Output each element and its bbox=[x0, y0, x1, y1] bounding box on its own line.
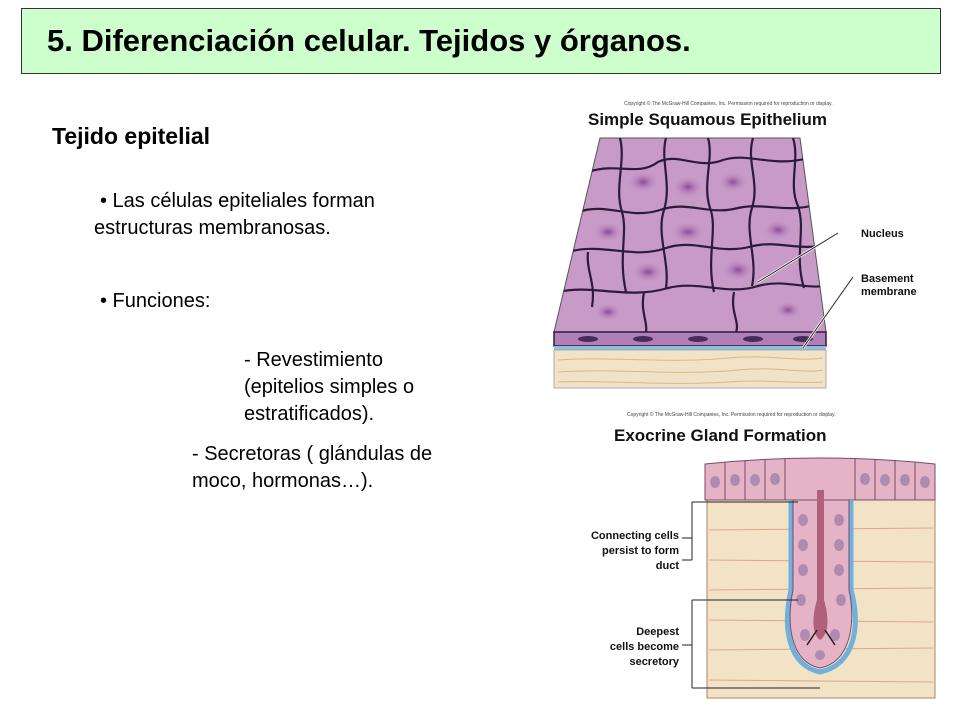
label-connecting-line-3: duct bbox=[655, 560, 679, 572]
sub-item-1-line-3: estratificados). bbox=[244, 403, 375, 425]
sub-item-1-line-2: (epitelios simples o bbox=[244, 376, 415, 398]
bullet-1-line-1: • Las células epiteliales forman bbox=[100, 190, 375, 212]
slide-title: 5. Diferenciación celular. Tejidos y órg… bbox=[47, 23, 691, 58]
label-connecting-line-2: persist to form bbox=[601, 545, 679, 557]
figure-1-title: Simple Squamous Epithelium bbox=[588, 110, 827, 129]
section-heading: Tejido epitelial bbox=[52, 123, 211, 149]
figure-2-pointer-lines bbox=[682, 501, 820, 689]
label-deepest-line-2: cells become bbox=[609, 641, 679, 653]
squamous-epithelium-illustration bbox=[553, 137, 855, 389]
slide-title-bar: 5. Diferenciación celular. Tejidos y órg… bbox=[21, 8, 941, 74]
label-nucleus: Nucleus bbox=[861, 228, 904, 240]
sub-item-2-line-1: - Secretoras ( glándulas de bbox=[192, 443, 433, 465]
label-basement-line-1: Basement bbox=[861, 273, 914, 285]
exocrine-gland-illustration bbox=[704, 457, 936, 699]
figure-2-copyright: Copyright © The McGraw-Hill Companies, I… bbox=[627, 412, 836, 418]
label-deepest-line-1: Deepest bbox=[636, 626, 679, 638]
sub-item-2-line-2: moco, hormonas…). bbox=[192, 470, 374, 492]
figure-1-copyright: Copyright © The McGraw-Hill Companies, I… bbox=[624, 101, 833, 107]
bullet-1-line-2: estructuras membranosas. bbox=[94, 217, 331, 239]
bullet-2: • Funciones: bbox=[100, 290, 211, 312]
label-connecting-line-1: Connecting cells bbox=[590, 530, 679, 542]
figure-2-title: Exocrine Gland Formation bbox=[614, 426, 827, 445]
sub-item-1-line-1: - Revestimiento bbox=[244, 349, 383, 371]
label-basement-line-2: membrane bbox=[861, 286, 917, 298]
label-deepest-line-3: secretory bbox=[629, 656, 679, 668]
